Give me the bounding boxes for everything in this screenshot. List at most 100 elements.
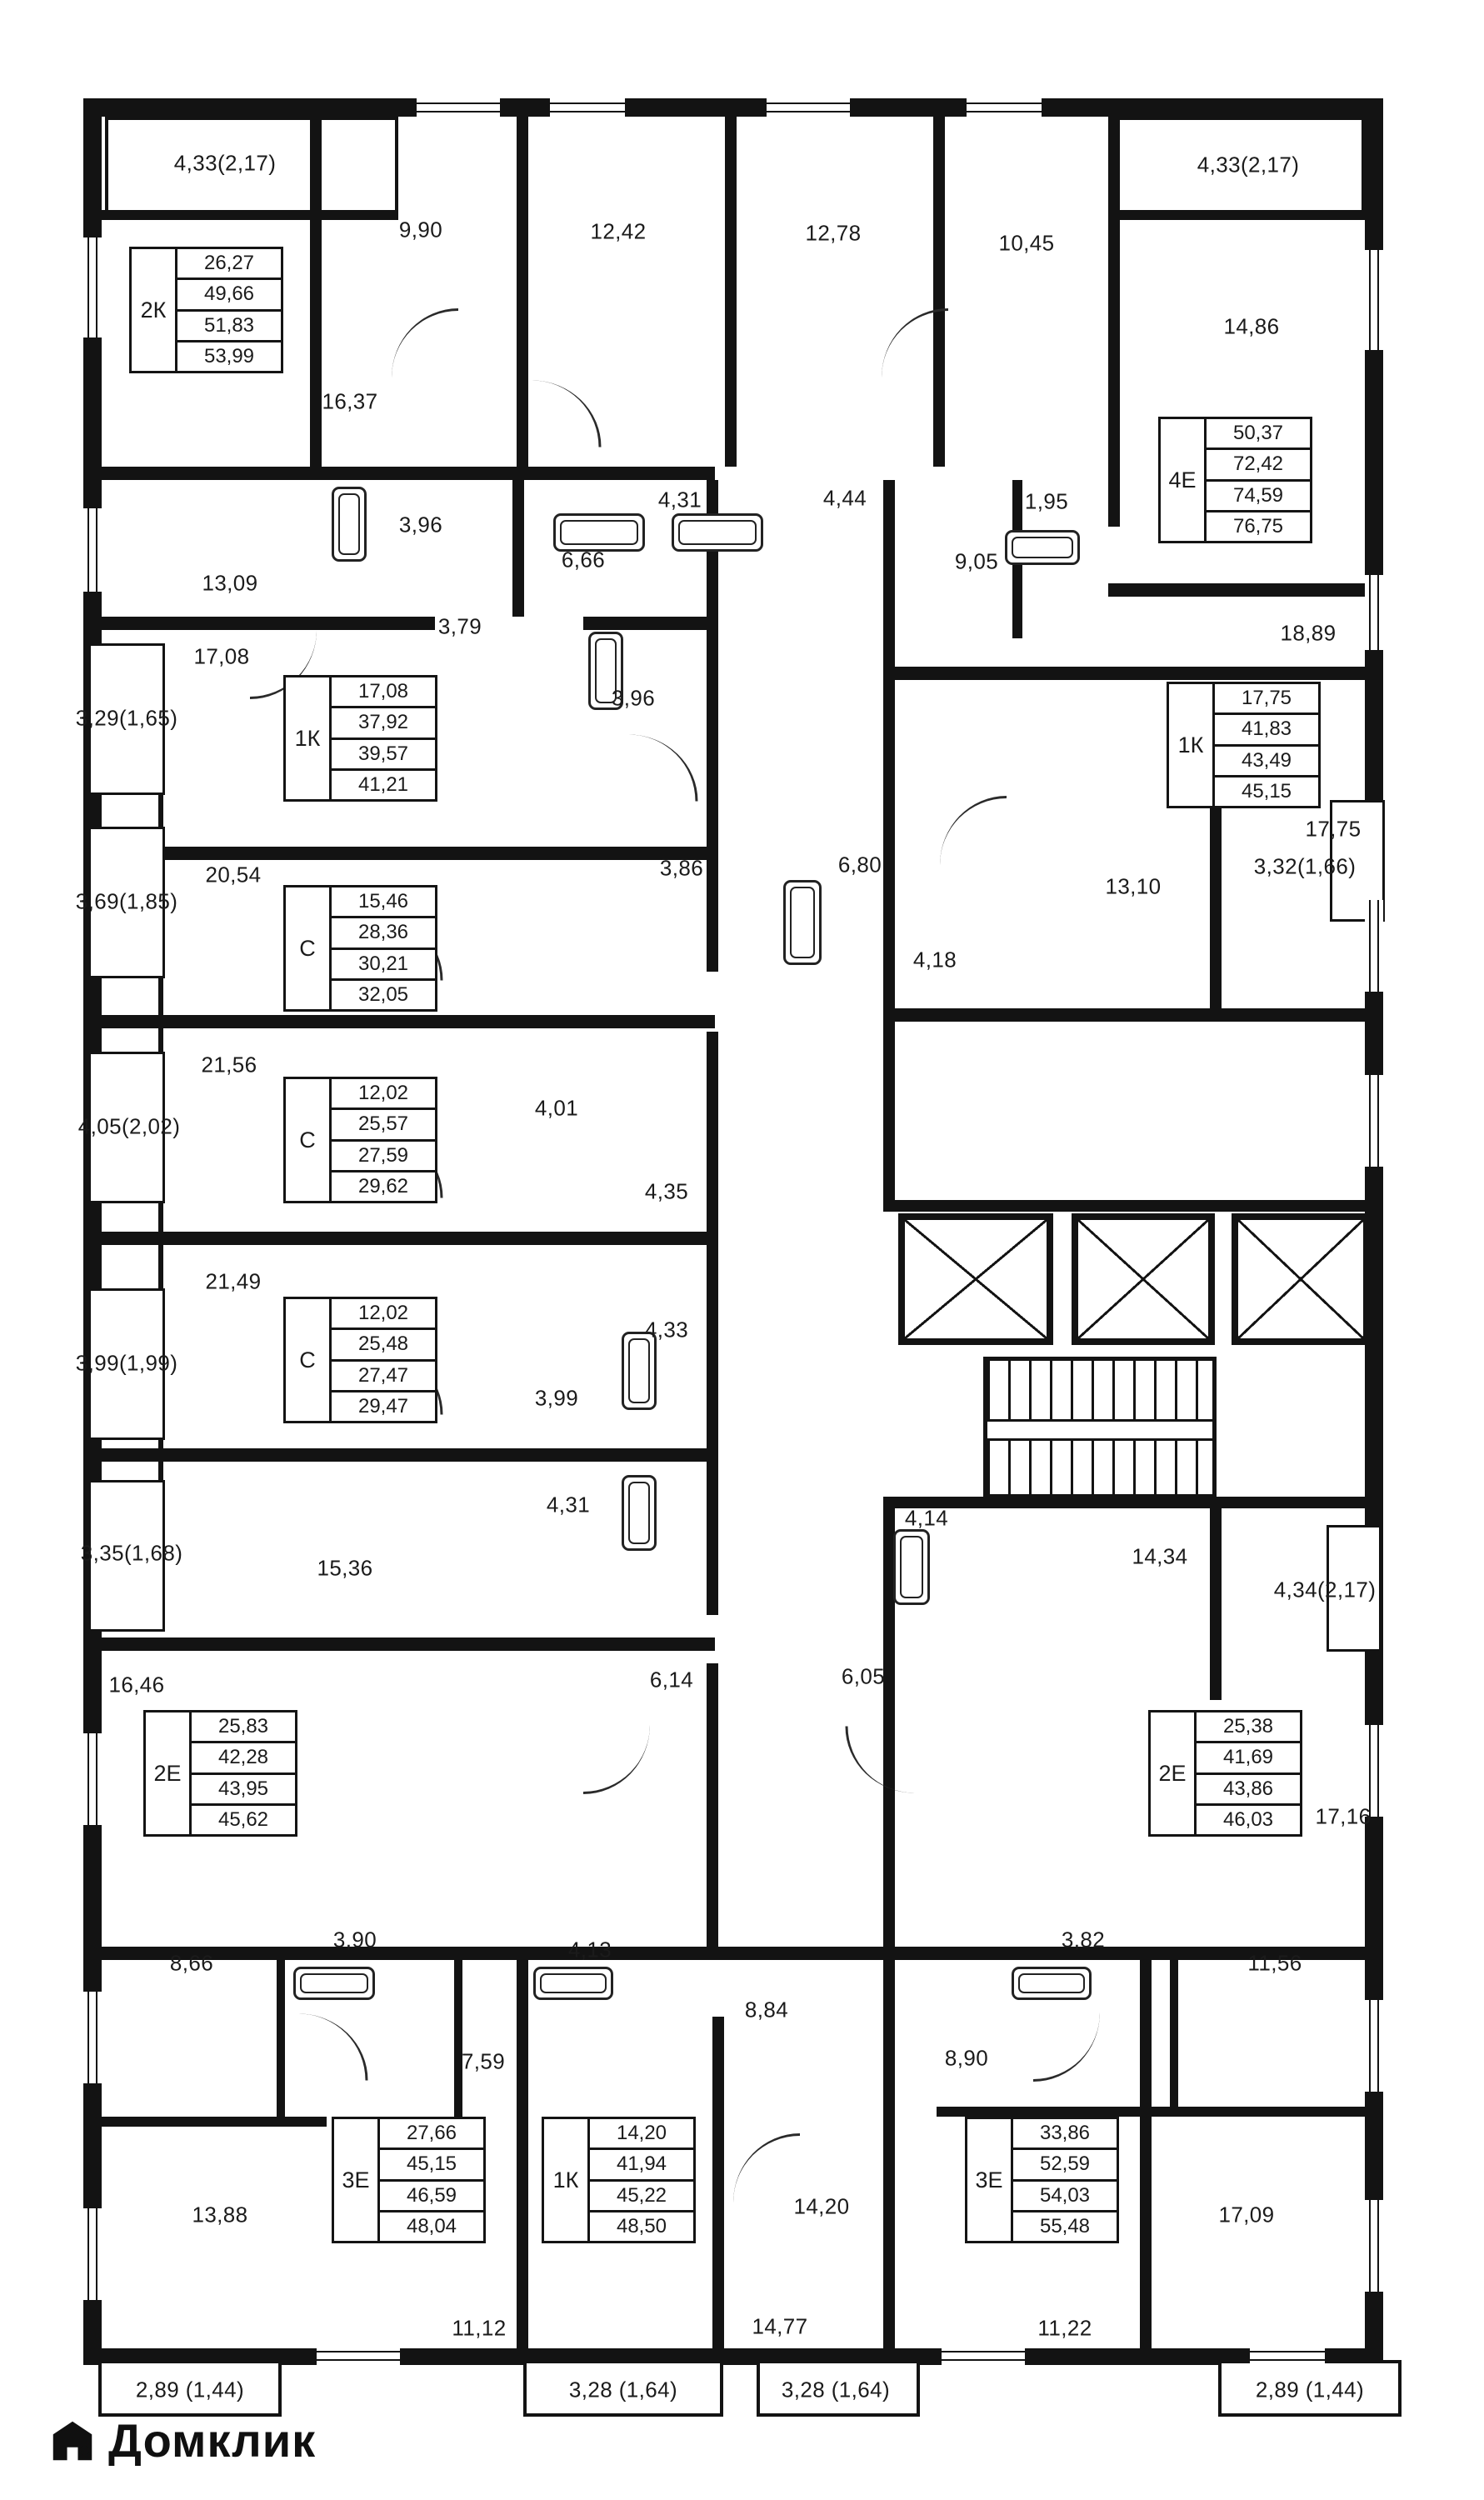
wall	[1210, 760, 1222, 1008]
room-area-label: 3,28 (1,64)	[781, 2377, 891, 2402]
apartment-area-value: 42,28	[192, 1741, 295, 1772]
apartment-area-value: 12,02	[357, 1302, 409, 1325]
apartment-area-value: 37,92	[332, 706, 435, 737]
door-arc	[1033, 2012, 1100, 2082]
wall	[102, 617, 435, 630]
bathtub-icon	[622, 1475, 657, 1551]
door-arc	[940, 796, 1007, 865]
wall	[1140, 1960, 1152, 2348]
room-area-label: 4,33	[644, 1317, 689, 1342]
window-marker	[83, 1733, 102, 1825]
room-area-label: 17,16	[1315, 1803, 1372, 1829]
apartment-area-value: 28,36	[332, 916, 435, 947]
room-area-label: 2,89 (1,44)	[1255, 2377, 1365, 2402]
wall	[883, 1200, 1367, 1212]
wall	[102, 1448, 715, 1462]
room-area-label: 17,75	[1305, 816, 1362, 842]
room-area-label: 17,09	[1218, 2202, 1275, 2228]
domklik-logo: Домклик	[47, 2413, 316, 2468]
room-area-label: 4,13	[567, 1937, 612, 1962]
room-area-label: 3,32(1,66)	[1253, 853, 1357, 879]
room-area-label: 14,20	[793, 2193, 850, 2219]
wall	[102, 1638, 715, 1651]
apartment-area-value: 49,66	[177, 278, 281, 308]
door-arc	[628, 734, 698, 802]
apartment-area-value: 41,83	[1215, 712, 1318, 743]
bathtub-icon	[533, 1967, 613, 2000]
room-area-label: 20,54	[205, 862, 262, 888]
room-area-label: 13,88	[192, 2202, 248, 2228]
loggia-outline	[88, 827, 165, 978]
room-area-label: 10,45	[998, 230, 1055, 256]
wall	[102, 1947, 1365, 1960]
wall	[883, 1508, 895, 1947]
apartment-area-value: 52,59	[1013, 2148, 1117, 2178]
room-area-label: 16,46	[108, 1672, 165, 1698]
apartment-area-value: 12,02	[357, 1082, 409, 1105]
apartment-area-value: 30,21	[332, 947, 435, 978]
room-area-label: 3,96	[611, 685, 656, 711]
apartment-area-value: 41,21	[332, 768, 435, 799]
room-area-label: 3,82	[1061, 1927, 1106, 1952]
room-area-label: 11,22	[1037, 2315, 1092, 2341]
bathtub-icon	[1012, 1967, 1092, 2000]
wall	[707, 480, 718, 972]
apartment-area-value: 33,86	[1039, 2122, 1091, 2145]
room-area-label: 8,90	[944, 2045, 989, 2071]
apartment-area-value: 25,48	[332, 1328, 435, 1358]
apartment-area-value: 43,49	[1215, 743, 1318, 775]
wall	[102, 467, 715, 480]
balcony-outline	[1218, 2360, 1402, 2417]
room-area-label: 4,33(2,17)	[1197, 152, 1300, 178]
room-area-label: 4,18	[912, 947, 957, 972]
bathtub-icon	[893, 1529, 930, 1605]
apartment-area-value: 27,66	[406, 2122, 457, 2145]
bathtub-icon	[1005, 530, 1080, 565]
door-arc	[298, 2013, 368, 2081]
room-area-label: 3,90	[332, 1927, 377, 1952]
elevator-shaft-icon	[898, 1213, 1053, 1345]
room-area-label: 21,49	[205, 1268, 262, 1294]
room-area-label: 13,10	[1105, 873, 1162, 899]
apartment-area-value: 46,59	[380, 2178, 483, 2210]
window-marker	[967, 98, 1042, 117]
wall	[1170, 1960, 1178, 2107]
wall	[712, 2017, 724, 2348]
apartment-area-value: 43,86	[1197, 1772, 1300, 1803]
window-marker	[83, 2208, 102, 2300]
window-marker	[1365, 250, 1383, 350]
bathtub-icon	[553, 513, 645, 552]
apartment-area-value: 46,03	[1197, 1802, 1300, 1834]
room-area-label: 8,66	[169, 1950, 214, 1976]
room-area-label: 4,01	[534, 1095, 579, 1121]
room-area-label: 6,14	[649, 1667, 694, 1692]
window-marker	[1365, 575, 1383, 650]
room-area-label: 9,90	[398, 217, 443, 242]
room-area-label: 3,86	[659, 855, 704, 881]
wall	[517, 117, 528, 467]
room-area-label: 4,34(2,17)	[1273, 1577, 1377, 1602]
apartment-area-value: 45,15	[380, 2148, 483, 2178]
apartment-area-value: 48,04	[380, 2209, 483, 2241]
wall	[1117, 210, 1367, 220]
balcony-outline	[523, 2360, 723, 2417]
window-marker	[1365, 1725, 1383, 1817]
room-area-label: 3,35(1,68)	[80, 1540, 183, 1566]
room-area-label: 3,96	[398, 512, 443, 538]
wall	[102, 847, 715, 860]
window-marker	[1365, 1075, 1383, 1167]
apartment-area-value: 74,59	[1207, 478, 1310, 510]
room-area-label: 7,59	[461, 2048, 506, 2074]
apartment-area-value: 39,57	[332, 737, 435, 768]
window-marker	[550, 98, 625, 117]
